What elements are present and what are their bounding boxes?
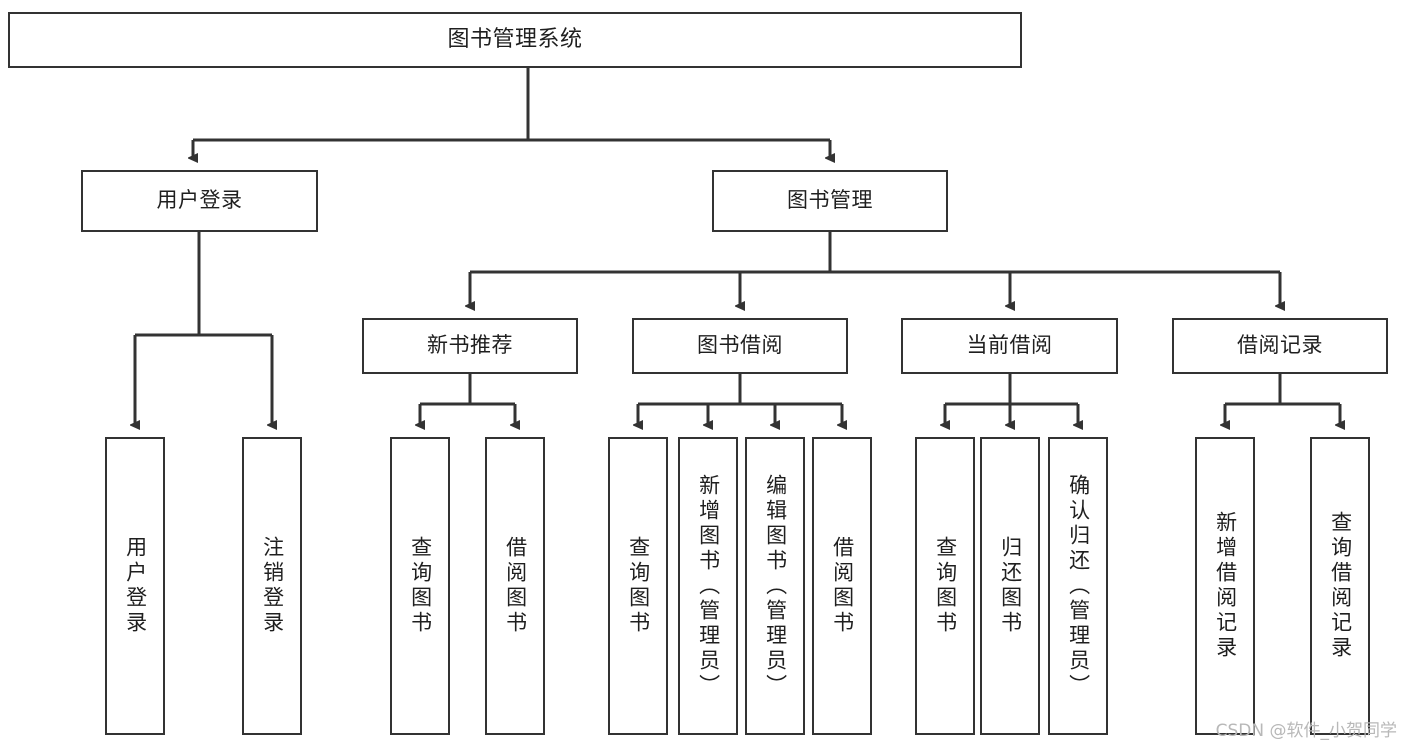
leaf-record-query-record-label: 查询借阅记录 <box>1328 511 1353 661</box>
leaf-user-login-label: 用户登录 <box>123 536 148 636</box>
leaf-record-add-record-label: 新增借阅记录 <box>1213 511 1238 661</box>
leaf-recommend-borrow-book-label: 借阅图书 <box>503 536 528 636</box>
leaf-borrow-add-book-admin[interactable]: 新增图书（管理员） <box>678 437 738 735</box>
leaf-borrow-query-book[interactable]: 查询图书 <box>608 437 668 735</box>
leaf-borrow-edit-book-admin-label: 编辑图书（管理员） <box>763 473 788 699</box>
leaf-current-query-book-label: 查询图书 <box>933 536 958 636</box>
leaf-borrow-query-book-label: 查询图书 <box>626 536 651 636</box>
node-book-borrow[interactable]: 图书借阅 <box>632 318 848 374</box>
node-user-login-label: 用户登录 <box>156 188 243 213</box>
node-current-borrow[interactable]: 当前借阅 <box>901 318 1118 374</box>
node-borrow-record[interactable]: 借阅记录 <box>1172 318 1388 374</box>
leaf-current-confirm-return-admin[interactable]: 确认归还（管理员） <box>1048 437 1108 735</box>
leaf-current-return-book[interactable]: 归还图书 <box>980 437 1040 735</box>
watermark: CSDN @软件_小贺同学 <box>1215 721 1397 741</box>
node-new-book-recommend-label: 新书推荐 <box>427 333 513 358</box>
node-current-borrow-label: 当前借阅 <box>966 333 1053 358</box>
node-book-management-label: 图书管理 <box>787 188 873 213</box>
leaf-borrow-edit-book-admin[interactable]: 编辑图书（管理员） <box>745 437 805 735</box>
leaf-borrow-add-book-admin-label: 新增图书（管理员） <box>696 473 721 699</box>
node-root-system-label: 图书管理系统 <box>447 26 583 52</box>
leaf-recommend-query-book-label: 查询图书 <box>408 536 433 636</box>
node-book-management[interactable]: 图书管理 <box>712 170 948 232</box>
leaf-recommend-borrow-book[interactable]: 借阅图书 <box>485 437 545 735</box>
leaf-borrow-borrow-book[interactable]: 借阅图书 <box>812 437 872 735</box>
node-book-borrow-label: 图书借阅 <box>697 333 783 358</box>
node-new-book-recommend[interactable]: 新书推荐 <box>362 318 578 374</box>
leaf-record-query-record[interactable]: 查询借阅记录 <box>1310 437 1370 735</box>
leaf-borrow-borrow-book-label: 借阅图书 <box>830 536 855 636</box>
node-user-login[interactable]: 用户登录 <box>81 170 318 232</box>
leaf-recommend-query-book[interactable]: 查询图书 <box>390 437 450 735</box>
leaf-record-add-record[interactable]: 新增借阅记录 <box>1195 437 1255 735</box>
node-root-system[interactable]: 图书管理系统 <box>8 12 1022 68</box>
leaf-current-return-book-label: 归还图书 <box>998 536 1023 636</box>
leaf-user-login[interactable]: 用户登录 <box>105 437 165 735</box>
leaf-current-query-book[interactable]: 查询图书 <box>915 437 975 735</box>
node-borrow-record-label: 借阅记录 <box>1237 333 1323 358</box>
leaf-user-logout-label: 注销登录 <box>260 536 285 636</box>
leaf-user-logout[interactable]: 注销登录 <box>242 437 302 735</box>
leaf-current-confirm-return-admin-label: 确认归还（管理员） <box>1066 473 1091 699</box>
